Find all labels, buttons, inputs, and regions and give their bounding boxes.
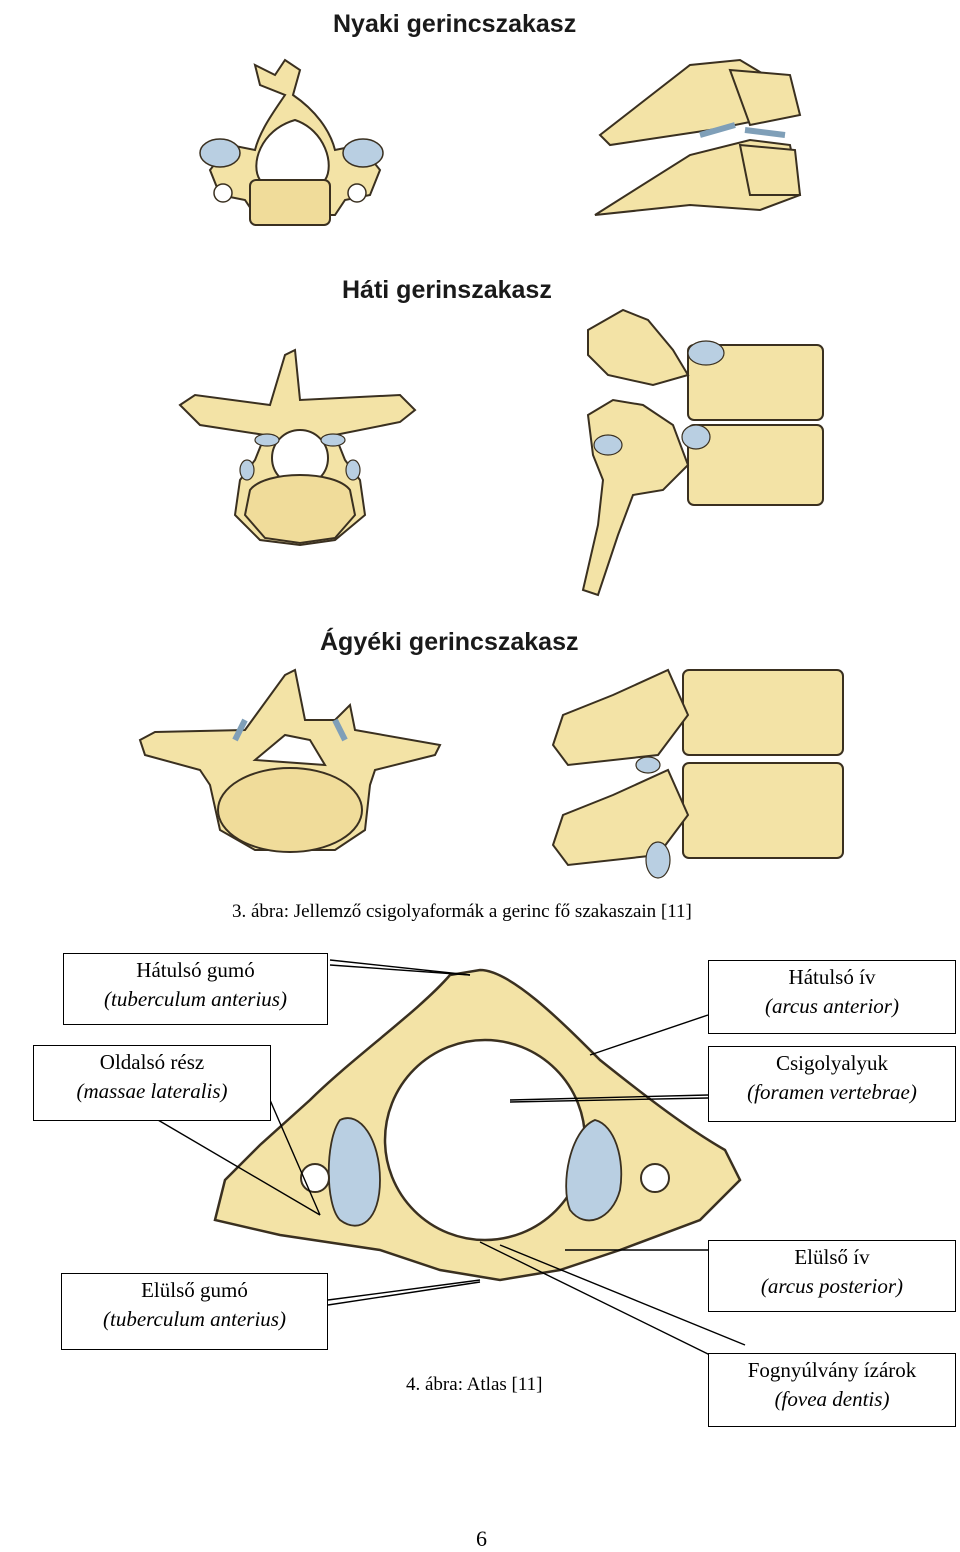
- thoracic-vertebra-side-view: [578, 305, 828, 600]
- label-oldalso-resz-latin: (massae lateralis): [76, 1079, 228, 1103]
- label-fogny: Fognyúlvány ízárok (fovea dentis): [708, 1353, 956, 1427]
- figure4-caption: 4. ábra: Atlas [11]: [406, 1374, 543, 1395]
- label-csigolyalyuk-name: Csigolyalyuk: [775, 1051, 888, 1075]
- label-hatulso-iv-name: Hátulsó ív: [788, 965, 876, 989]
- label-hatulso-gumo: Hátulsó gumó (tuberculum anterius): [63, 953, 328, 1025]
- label-hatulso-iv-latin: (arcus anterior): [765, 994, 899, 1018]
- label-fogny-latin: (fovea dentis): [774, 1387, 890, 1411]
- label-elulso-iv: Elülső ív (arcus posterior): [708, 1240, 956, 1312]
- label-elulso-iv-latin: (arcus posterior): [760, 1274, 904, 1298]
- figure3-caption: 3. ábra: Jellemző csigolyaformák a gerin…: [232, 901, 692, 922]
- label-elulso-iv-name: Elülső ív: [794, 1245, 870, 1269]
- page-number: 6: [476, 1526, 487, 1551]
- thoracic-vertebra-top-view: [175, 340, 425, 555]
- atlas-illustration: [0, 950, 960, 1430]
- label-elulso-gumo: Elülső gumó (tuberculum anterius): [61, 1273, 328, 1350]
- label-fogny-name: Fognyúlvány ízárok: [747, 1358, 917, 1382]
- label-hatulso-gumo-name: Hátulsó gumó: [136, 958, 255, 982]
- cervical-vertebra-side-view: [590, 45, 810, 225]
- label-hatulso-iv: Hátulsó ív (arcus anterior): [708, 960, 956, 1034]
- label-elulso-gumo-name: Elülső gumó: [141, 1278, 248, 1302]
- lumbar-section-title: Ágyéki gerincszakasz: [320, 628, 579, 656]
- label-oldalso-resz-name: Oldalsó rész: [99, 1050, 205, 1074]
- lumbar-vertebra-side-view: [548, 655, 848, 885]
- label-elulso-gumo-latin: (tuberculum anterius): [103, 1307, 286, 1331]
- cervical-vertebra-top-view: [185, 55, 405, 235]
- thoracic-section-title: Háti gerinszakasz: [342, 276, 552, 304]
- lumbar-vertebra-top-view: [135, 660, 450, 860]
- label-csigolyalyuk: Csigolyalyuk (foramen vertebrae): [708, 1046, 956, 1122]
- label-hatulso-gumo-latin: (tuberculum anterius): [104, 987, 287, 1011]
- cervical-section-title: Nyaki gerincszakasz: [333, 10, 577, 38]
- label-csigolyalyuk-latin: (foramen vertebrae): [747, 1080, 917, 1104]
- label-oldalso-resz: Oldalsó rész (massae lateralis): [33, 1045, 271, 1121]
